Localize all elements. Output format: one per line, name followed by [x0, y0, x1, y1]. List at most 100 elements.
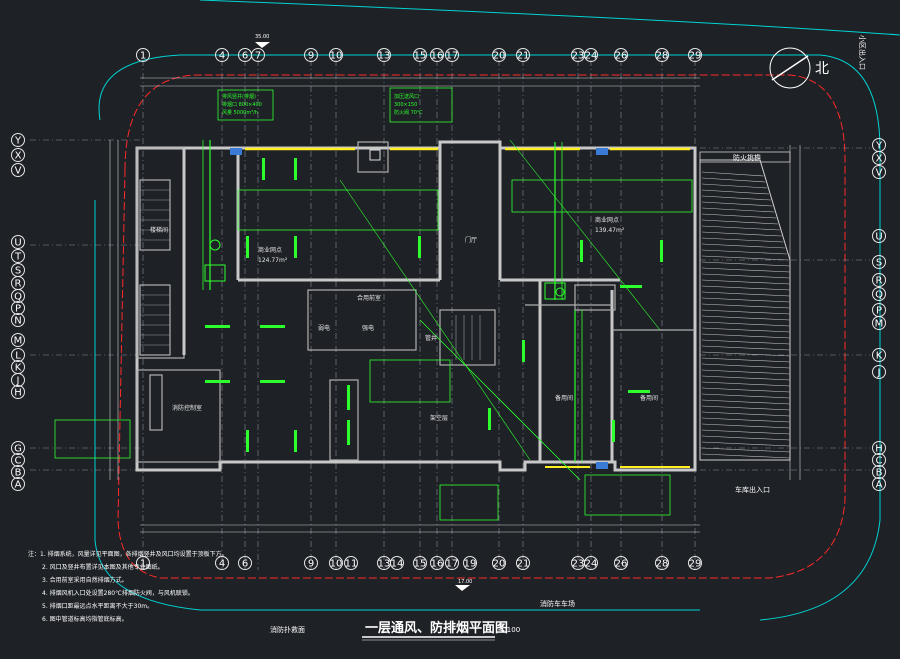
ramp-hatch-line	[701, 219, 779, 225]
room-labels: 商业网点 124.77m² 商业网点 139.47m² 消防控制室 门厅 架空层…	[150, 216, 658, 422]
right-axis-4: S	[872, 255, 886, 269]
bottom-axis-4: 10	[329, 556, 343, 570]
green-note-0: 排风竖井(排烟)	[222, 93, 256, 100]
svg-text:V: V	[876, 168, 883, 179]
note-line-5: 6. 图中管道标高均指管底标高。	[42, 615, 128, 623]
svg-text:23: 23	[572, 559, 585, 570]
drawing-title-block: 一层通风、防排烟平面图 1:100	[362, 620, 520, 641]
svg-text:20: 20	[493, 559, 506, 570]
entry-community: 小区出入口	[858, 35, 867, 70]
ramp-hatch-line	[701, 213, 777, 219]
top-axis-16: 29	[688, 48, 702, 62]
svg-text:13: 13	[378, 559, 391, 570]
elevation-markers: 35.00 17.00	[255, 34, 472, 591]
svg-text:H: H	[14, 388, 22, 399]
svg-text:K: K	[876, 351, 883, 362]
svg-text:U: U	[875, 232, 882, 243]
svg-text:16: 16	[431, 559, 444, 570]
ramp-hatch-line	[701, 291, 791, 297]
left-axis-10: M	[11, 333, 25, 347]
top-axis-15: 28	[655, 48, 669, 62]
room-area-shop-1: 124.77m²	[258, 257, 288, 264]
svg-text:H: H	[875, 444, 883, 455]
svg-text:26: 26	[615, 51, 628, 62]
right-axis-1: X	[872, 151, 886, 165]
left-axis-8: P	[11, 301, 25, 315]
room-spare: 备用间	[555, 394, 573, 402]
site-boundary	[94, 0, 900, 621]
svg-text:B: B	[876, 468, 883, 479]
note-line-0: 注：1. 排烟系统，风量详见平面图，各排烟竖井及风口均设置于顶板下方。	[28, 550, 228, 558]
stair-hatches	[140, 189, 481, 360]
right-axis-10: J	[872, 365, 886, 379]
right-axis-5: R	[872, 273, 886, 287]
ramp-hatch-line	[701, 327, 791, 333]
svg-text:V: V	[15, 166, 22, 177]
svg-text:10: 10	[330, 559, 343, 570]
ramp-hatch-line	[701, 243, 786, 249]
svg-text:28: 28	[656, 51, 669, 62]
right-axis-3: U	[872, 229, 886, 243]
ramp-hatch-line	[701, 411, 791, 417]
ramp-hatch-line	[701, 387, 791, 393]
bottom-axis-3: 9	[304, 556, 318, 570]
ventilation-ducts	[202, 139, 663, 481]
ramp-hatch-line	[701, 447, 791, 453]
annotation-text: 排风竖井(排烟) 排烟口 800×400 风量 5000m³/h 加压送风口 3…	[222, 93, 423, 116]
room-weak-current: 弱电	[318, 324, 330, 332]
svg-text:14: 14	[391, 559, 404, 570]
left-axis-16: C	[11, 453, 25, 467]
top-axis-11: 21	[516, 48, 530, 62]
room-fire-control: 消防控制室	[172, 404, 202, 412]
svg-text:Y: Y	[14, 136, 22, 147]
svg-text:X: X	[876, 154, 883, 165]
ramp-hatch-line	[701, 249, 788, 255]
drawing-scale: 1:100	[500, 626, 520, 634]
fan-units	[230, 148, 608, 469]
building-walls	[135, 140, 697, 472]
svg-text:G: G	[14, 444, 22, 455]
left-axis-4: T	[11, 249, 25, 263]
svg-text:Q: Q	[14, 292, 22, 303]
svg-text:R: R	[15, 279, 22, 290]
room-name-shop-1: 商业网点	[258, 246, 282, 254]
ramp-hatch-line	[701, 285, 791, 291]
left-axis-9: N	[11, 313, 25, 327]
left-axis-7: Q	[11, 289, 25, 303]
svg-text:4: 4	[219, 559, 225, 570]
green-note-4: 300×150	[394, 102, 417, 108]
ramp-hatch-line	[701, 315, 791, 321]
svg-text:J: J	[877, 368, 881, 379]
ramp-hatch-line	[701, 399, 791, 405]
ramp-hatch-line	[701, 255, 789, 261]
ramp-hatch-line	[701, 303, 791, 309]
svg-text:M: M	[14, 336, 23, 347]
left-axis-0: Y	[11, 133, 25, 147]
svg-text:21: 21	[517, 51, 530, 62]
ramp-hatch-line	[701, 333, 791, 339]
fire-ramp-label: 防火挑檐	[733, 153, 761, 162]
left-axis-13: J	[11, 373, 25, 387]
right-axis-2: V	[872, 165, 886, 179]
fire-truck-lane: 消防车车场	[540, 599, 575, 608]
top-axis-7: 15	[413, 48, 427, 62]
note-line-2: 3. 合用前室采用自然排烟方式。	[42, 576, 128, 584]
svg-text:6: 6	[242, 51, 248, 62]
left-axis-17: B	[11, 465, 25, 479]
room-name-shop-2: 商业网点	[595, 216, 619, 224]
svg-text:15: 15	[414, 51, 427, 62]
bottom-axis-1: 4	[215, 556, 229, 570]
entry-labels: 小区出入口 车库出入口 消防扑救面 消防车车场	[270, 35, 867, 634]
right-axis-13: B	[872, 465, 886, 479]
svg-text:B: B	[15, 468, 22, 479]
top-axis-12: 23	[571, 48, 585, 62]
ramp-hatch-line	[701, 381, 791, 387]
green-note-2: 风量 5000m³/h	[222, 109, 258, 116]
svg-text:1: 1	[140, 559, 146, 570]
room-stair: 楼梯间	[150, 226, 168, 234]
ramp-hatch-line	[701, 231, 782, 237]
